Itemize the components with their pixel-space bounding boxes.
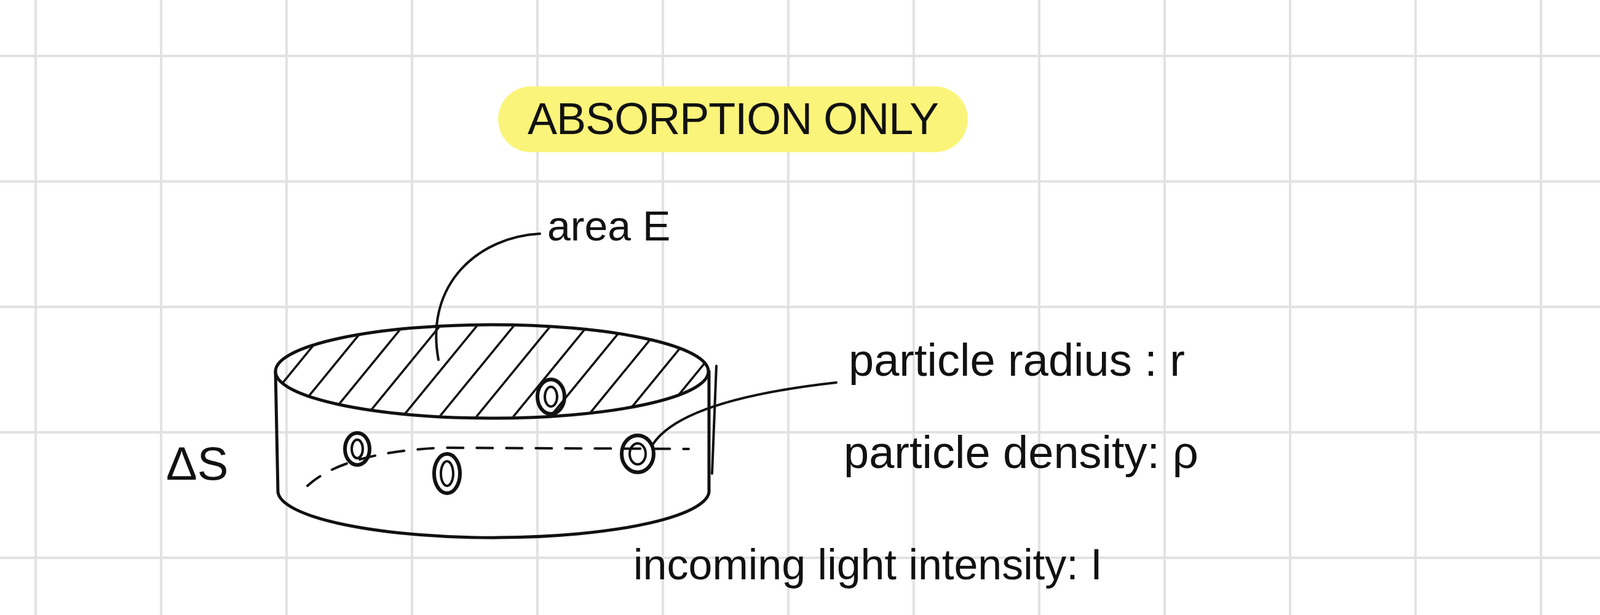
- leader-line: [653, 382, 837, 444]
- annotation-label: incoming light intensity: I: [633, 541, 1103, 589]
- highlight-marker: [498, 86, 968, 152]
- particle: [344, 432, 370, 465]
- slab-side: [275, 371, 709, 538]
- particle: [434, 453, 460, 494]
- highlight-layer: [498, 86, 968, 152]
- annotation-label: particle density: ρ: [843, 427, 1199, 478]
- top-face: [275, 324, 709, 419]
- title: ABSORPTION ONLY: [527, 94, 939, 144]
- hidden-edge: [307, 447, 689, 486]
- leader-line: [435, 233, 540, 360]
- side-edge: [712, 365, 717, 474]
- particle: [621, 435, 654, 473]
- hatching: [233, 307, 751, 443]
- particle: [537, 379, 565, 414]
- annotation-label: particle radius : r: [848, 335, 1185, 385]
- slab-cylinder: [233, 233, 837, 538]
- annotation-label: area E: [547, 202, 671, 250]
- annotation-label: ΔS: [166, 437, 229, 490]
